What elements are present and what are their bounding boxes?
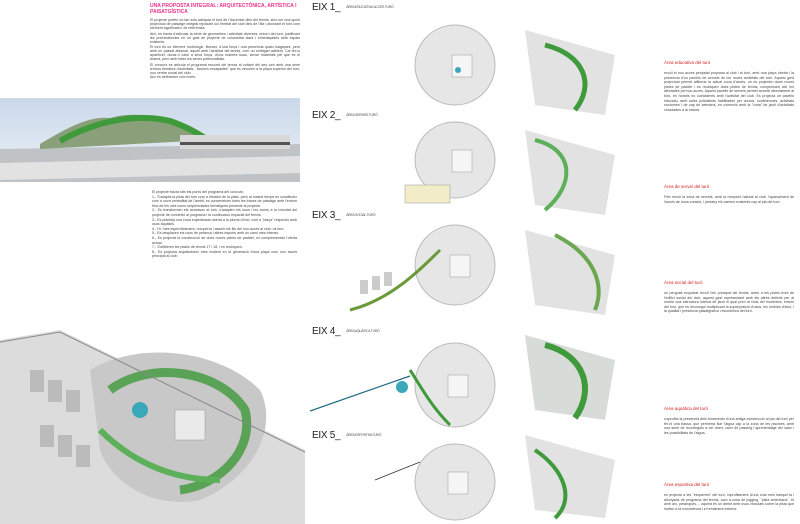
axis-3-label: EIX 3_ÀREA SOCIAL TURÓ [312, 210, 376, 221]
axis-5-label: EIX 5_ÀREA ESPORTIVA TURÓ [312, 430, 382, 441]
axis-5-plan [374, 443, 496, 521]
program-item: 7.- S'alliberen les pistes de tennis 17 … [152, 245, 243, 250]
axis-1-render [525, 30, 615, 115]
axis-3-render [525, 230, 615, 315]
area-aquatica: Àrea aquàtica del turó s'aprofita la pre… [664, 406, 794, 435]
area-social: Àrea social del turó un pergolat esquitx… [664, 280, 794, 314]
area-esportiva: Àrea esportiva del turó es projecta a le… [664, 482, 794, 511]
area-heading: Àrea social del turó [664, 280, 703, 285]
program-item: 1.- S'adapta la pista del turó com a mir… [152, 194, 297, 208]
axis-3-plan [349, 224, 496, 312]
program-block: El projecte tracta tots els punts del pr… [152, 190, 297, 259]
program-item: 8.- Es proposa arquitectònic més evident… [152, 249, 297, 259]
intro-paragraph: El concurs es articula el programa escor… [150, 62, 300, 75]
aerial-site-render [0, 330, 305, 524]
axis-2-render [525, 130, 615, 215]
area-text: es projecta a les "esquerres" del turó, … [664, 493, 794, 511]
area-text: un pergolat esquitxat recull l'eix princ… [664, 291, 794, 314]
axis-1-label: EIX 1_ÀREA EDUCATIVA I ACCÉS TURÓ [312, 2, 394, 13]
area-servei: Àrea de servei del turó Féix recull la z… [664, 184, 794, 204]
axis-2-label: EIX 2_ÀREA SERVEIS TURÓ [312, 110, 378, 121]
area-heading: Àrea de servei del turó [664, 184, 710, 189]
area-heading: Àrea aquàtica del turó [664, 406, 709, 411]
intro-paragraph: Així, es tracta d'articular la sèrie de … [150, 31, 300, 44]
axis-2-plan [404, 121, 496, 204]
intro-paragraph: El turó és un element morfològic, llisca… [150, 45, 300, 62]
area-text: recull el nou accés peripatal proposat a… [664, 71, 794, 112]
area-heading: Àrea esportiva del turó [664, 482, 710, 487]
area-heading: Àrea educativa del turó [664, 60, 711, 65]
area-text: Féix recull la zona de serveis, amb la r… [664, 195, 794, 204]
axis-5-render [525, 435, 615, 520]
axis-4-plan [310, 342, 496, 428]
program-item: 5.- Es desplacen els usos de petanca i a… [152, 231, 280, 236]
area-text: s'aprofita la presència dels fonaments d… [664, 417, 794, 435]
axis-4-label: EIX 4_ÀREA AQUÀTICA TURÓ [312, 326, 380, 337]
intro-title: UNA PROPOSTA INTEGRAL: ARQUITECTÒNICA, A… [150, 3, 297, 15]
program-item: 6.- Es projecta la construcció de dues n… [152, 235, 297, 245]
intro-paragraph: Així es defineixen cinc línies: [150, 74, 196, 79]
program-item: 4.- Hi, més específicament, recuperar i … [152, 226, 285, 231]
program-item: 3.- Es planteja una zona enjardinada obe… [152, 217, 297, 227]
intro-paragraph: El projecte pretén no tan sols adequar e… [150, 18, 300, 31]
panorama-render [0, 98, 300, 182]
program-item: 2.- Es transformen els accessos al turó,… [152, 208, 297, 217]
axis-1-plan [414, 24, 496, 106]
area-educativa: Àrea educativa del turó recull el nou ac… [664, 60, 794, 112]
axis-4-render [525, 335, 615, 420]
program-item: El projecte tracta tots els punts del pr… [152, 190, 244, 194]
intro-block: UNA PROPOSTA INTEGRAL: ARQUITECTÒNICA, A… [150, 3, 300, 80]
